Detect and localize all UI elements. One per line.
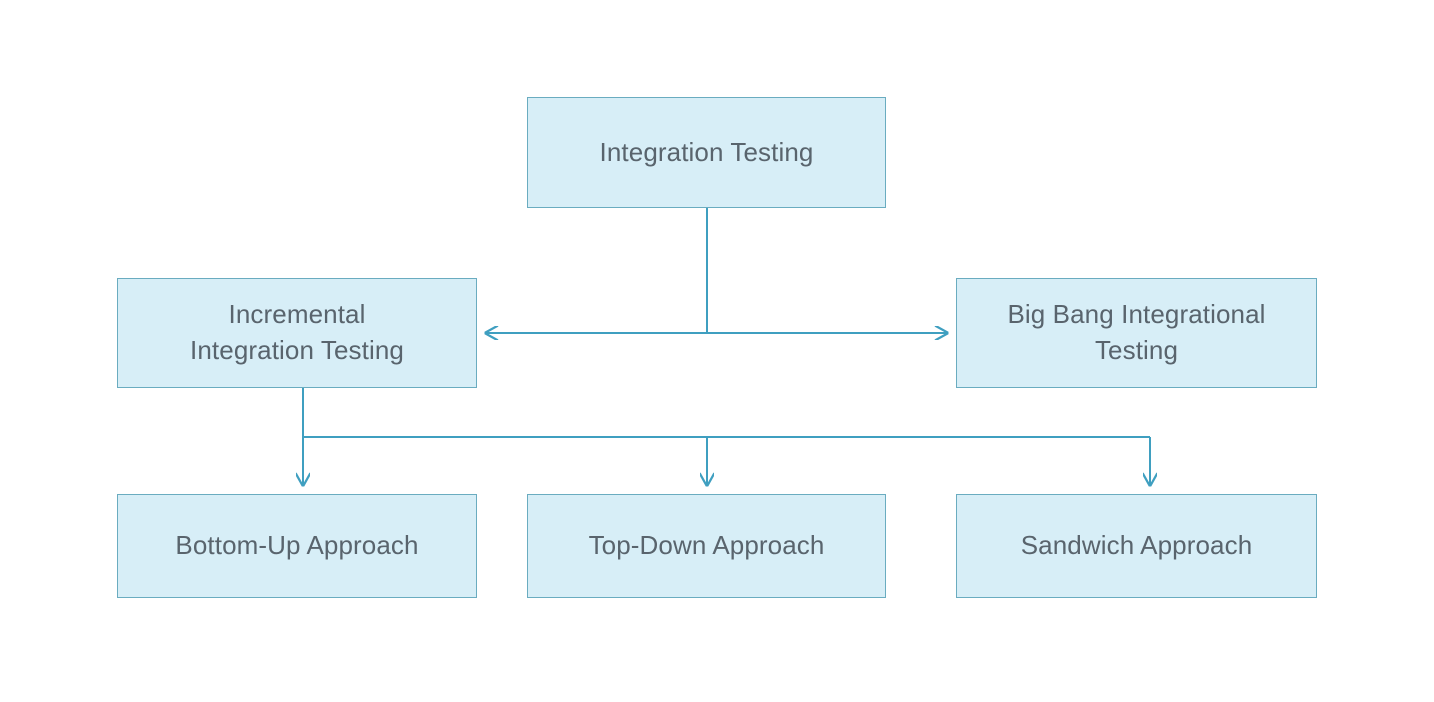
node-big-bang-integrational-testing[interactable]: Big Bang Integrational Testing [956, 278, 1317, 388]
node-label: Incremental Integration Testing [190, 299, 404, 365]
node-integration-testing[interactable]: Integration Testing [527, 97, 886, 208]
node-label: Big Bang Integrational Testing [1007, 299, 1266, 365]
node-label: Sandwich Approach [1020, 530, 1253, 561]
node-label: Bottom-Up Approach [175, 530, 419, 561]
node-label: Integration Testing [599, 136, 814, 167]
node-bottom-up-approach[interactable]: Bottom-Up Approach [117, 494, 477, 598]
node-incremental-integration-testing[interactable]: Incremental Integration Testing [117, 278, 477, 388]
node-top-down-approach[interactable]: Top-Down Approach [527, 494, 886, 598]
node-label: Top-Down Approach [588, 530, 825, 561]
node-sandwich-approach[interactable]: Sandwich Approach [956, 494, 1317, 598]
